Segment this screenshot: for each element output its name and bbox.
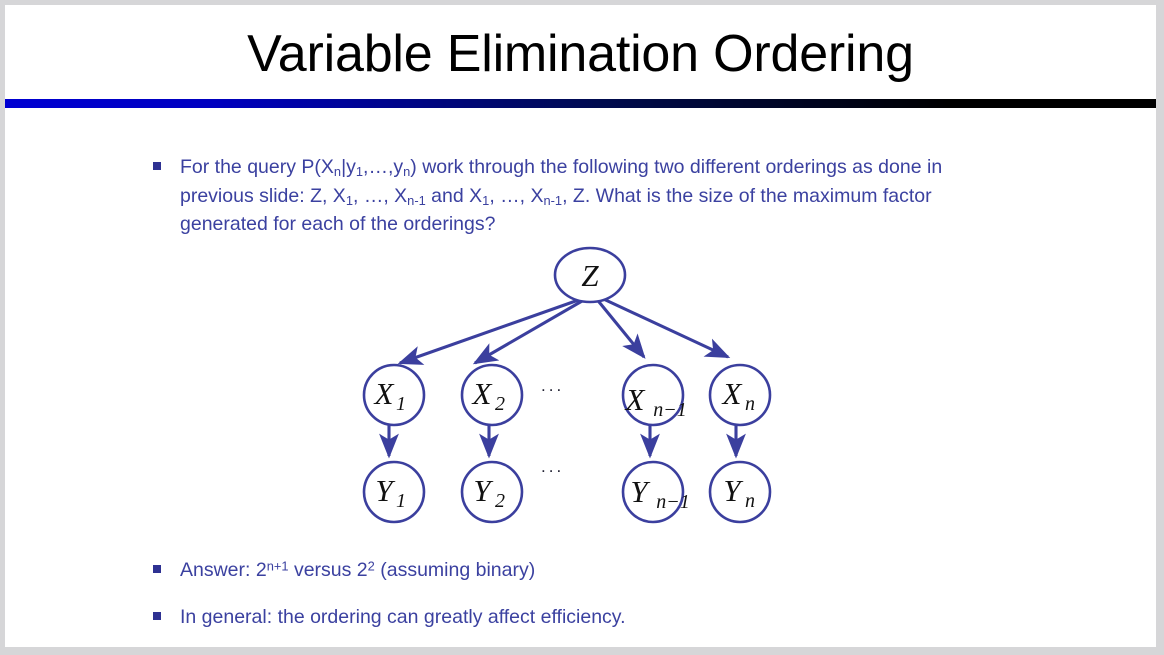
answer-sup-n-plus-1: n+1 <box>266 558 289 574</box>
node-yn-label: Y <box>723 473 743 508</box>
query-sub-nm1-b: n-1 <box>543 192 563 208</box>
answer-sup-2: 2 <box>367 558 375 574</box>
query-sub-n-1: n <box>333 163 342 179</box>
node-xn: X n <box>708 363 772 427</box>
bullet-general: In general: the ordering can greatly aff… <box>153 603 853 632</box>
bullet-answer-text: Answer: 2n+1 versus 22 (assuming binary) <box>180 556 853 585</box>
bullet-query: For the query P(Xn|y1,…,yn) work through… <box>153 153 983 239</box>
node-x1: X 1 <box>362 363 426 427</box>
node-z-shape <box>553 246 627 304</box>
node-xn-shape <box>708 363 772 427</box>
bullet-general-text: In general: the ordering can greatly aff… <box>180 606 626 628</box>
node-y2-label: Y <box>473 473 493 508</box>
node-y2: Y 2 <box>460 460 524 524</box>
query-mid2: ,…,y <box>363 156 404 178</box>
query-mid5: and X <box>425 184 483 207</box>
node-y2-shape <box>460 460 524 524</box>
node-x2-sub: 2 <box>495 393 505 415</box>
bullet-answer: Answer: 2n+1 versus 22 (assuming binary) <box>153 556 853 585</box>
node-x2: X 2 <box>460 363 524 427</box>
node-yn: Y n <box>708 460 772 524</box>
slide-canvas: Variable Elimination Ordering For the qu… <box>5 5 1156 647</box>
edge-z-x1 <box>397 295 588 365</box>
query-lead: For the query P(X <box>180 156 334 178</box>
node-x1-sub: 1 <box>396 393 406 415</box>
node-yn1-label: Y <box>630 474 650 509</box>
edge-z-xn1 <box>593 296 646 359</box>
query-sub-nm1-a: n-1 <box>407 192 426 208</box>
query-sub-n-2: n <box>403 163 411 179</box>
node-x2-shape <box>460 363 524 427</box>
node-yn1-shape <box>621 460 685 524</box>
title-divider <box>5 99 1156 108</box>
node-xn1-shape <box>621 363 685 427</box>
node-xn1-sub: n−1 <box>653 399 687 421</box>
answer-mid: versus 2 <box>288 559 368 581</box>
edge-z-x2 <box>472 295 590 365</box>
node-yn-sub: n <box>745 490 755 512</box>
query-mid3: ) work through the following two differe… <box>180 156 943 207</box>
node-x1-shape <box>362 363 426 427</box>
diagram-ellipsis-y: ... <box>541 457 565 476</box>
query-sub-1c: 1 <box>482 192 490 208</box>
page-title: Variable Elimination Ordering <box>247 25 914 83</box>
node-xn1-label: X <box>624 382 646 417</box>
node-y1: Y 1 <box>362 460 426 524</box>
node-z-label: Z <box>581 258 599 293</box>
node-xn-sub: n <box>745 393 755 415</box>
query-sub-1: 1 <box>355 163 364 179</box>
bullet-marker-icon <box>153 565 161 573</box>
node-yn1-sub: n−1 <box>656 491 690 513</box>
node-y1-label: Y <box>375 473 395 508</box>
node-xn-label: X <box>721 376 743 411</box>
bullet-marker-icon <box>153 162 161 170</box>
node-xn1: X n−1 <box>621 363 687 427</box>
node-y1-shape <box>362 460 426 524</box>
node-z: Z <box>553 246 627 304</box>
node-y2-sub: 2 <box>495 490 505 512</box>
diagram-ellipsis-x: ... <box>541 376 565 395</box>
edge-z-xn <box>596 294 731 359</box>
query-mid6: , …, X <box>489 184 544 207</box>
node-x2-label: X <box>471 376 493 411</box>
node-x1-label: X <box>373 376 395 411</box>
node-yn1: Y n−1 <box>621 460 690 524</box>
query-sub-1b: 1 <box>345 192 353 208</box>
edges-z-to-x <box>397 294 731 365</box>
answer-suffix: (assuming binary) <box>374 559 536 581</box>
bullet-marker-icon <box>153 612 161 620</box>
node-y1-sub: 1 <box>396 490 406 512</box>
query-mid4: , …, X <box>352 184 408 207</box>
bullet-query-text: For the query P(Xn|y1,…,yn) work through… <box>180 153 983 239</box>
edges-x-to-y <box>379 423 746 459</box>
query-mid1: |y <box>341 156 356 178</box>
node-yn-shape <box>708 460 772 524</box>
answer-prefix: Answer: 2 <box>180 559 267 581</box>
query-tail: , Z. What is the size of the maximum fac… <box>180 184 932 236</box>
